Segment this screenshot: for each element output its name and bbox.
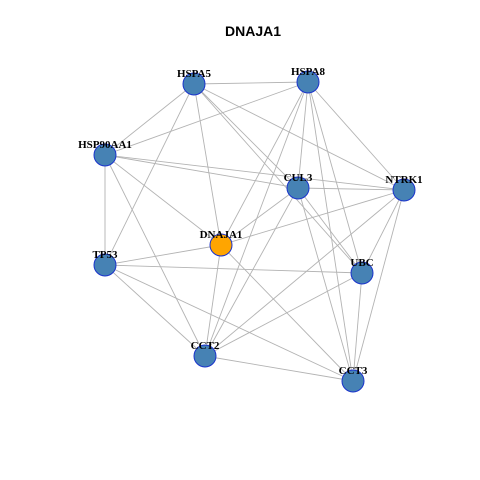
- edge-tp53-cct3: [104, 264, 354, 382]
- node-dnaja1: [209, 233, 233, 257]
- edge-hspa5-tp53: [104, 83, 195, 266]
- edge-ubc-cct2: [204, 272, 363, 357]
- edge-ntrk1-cct2: [204, 189, 405, 357]
- edge-cul3-ntrk1: [297, 187, 405, 191]
- edge-hsp90aa1-dnaja1: [104, 154, 222, 246]
- edge-ntrk1-dnaja1: [220, 189, 405, 246]
- node-layer: [93, 70, 416, 393]
- edge-cul3-ubc: [297, 187, 363, 274]
- edge-dnaja1-tp53: [104, 244, 222, 266]
- edge-tp53-ubc: [104, 264, 363, 274]
- edge-hspa5-hsp90aa1: [104, 83, 195, 156]
- edge-cul3-cct2: [204, 187, 299, 357]
- node-ubc: [350, 261, 374, 285]
- edge-dnaja1-cct2: [204, 244, 222, 357]
- edge-hspa8-dnaja1: [220, 81, 309, 246]
- node-label-ubc: UBC: [350, 257, 373, 269]
- node-cct3: [341, 369, 365, 393]
- edge-cct2-cct3: [204, 355, 354, 382]
- node-label-hsp90aa1: HSP90AA1: [78, 139, 132, 151]
- edge-ubc-cct3: [352, 272, 363, 382]
- edge-hspa8-cul3: [297, 81, 309, 189]
- edge-hspa5-hspa8: [193, 81, 309, 85]
- node-hspa8: [296, 70, 320, 94]
- edge-hspa8-ntrk1: [307, 81, 405, 191]
- node-label-cct2: CCT2: [191, 340, 220, 352]
- node-label-tp53: TP53: [92, 249, 118, 261]
- node-ntrk1: [392, 178, 416, 202]
- graph-title: DNAJA1: [225, 23, 281, 39]
- edge-ntrk1-cct3: [352, 189, 405, 382]
- node-label-dnaja1: DNAJA1: [200, 229, 243, 241]
- edge-tp53-cct2: [104, 264, 206, 357]
- edge-cul3-dnaja1: [220, 187, 299, 246]
- node-hsp90aa1: [93, 143, 117, 167]
- node-label-ntrk1: NTRK1: [385, 174, 422, 186]
- edge-hspa5-ntrk1: [193, 83, 405, 191]
- edge-hsp90aa1-cul3: [104, 154, 299, 189]
- node-label-cct3: CCT3: [339, 365, 368, 377]
- node-cul3: [286, 176, 310, 200]
- edge-hspa5-ubc: [193, 83, 363, 274]
- edge-hsp90aa1-ntrk1: [104, 154, 405, 191]
- edge-ntrk1-ubc: [361, 189, 405, 274]
- node-label-hspa8: HSPA8: [291, 66, 326, 78]
- edge-layer: [104, 81, 405, 382]
- edge-hspa5-cul3: [193, 83, 299, 189]
- edge-cul3-cct3: [297, 187, 354, 382]
- node-cct2: [193, 344, 217, 368]
- node-label-cul3: CUL3: [284, 172, 313, 184]
- node-hspa5: [182, 72, 206, 96]
- node-tp53: [93, 253, 117, 277]
- edge-hspa8-ubc: [307, 81, 363, 274]
- edge-hspa5-dnaja1: [193, 83, 222, 246]
- edge-hsp90aa1-cct2: [104, 154, 206, 357]
- edge-hspa8-hsp90aa1: [104, 81, 309, 156]
- node-label-hspa5: HSPA5: [177, 68, 212, 80]
